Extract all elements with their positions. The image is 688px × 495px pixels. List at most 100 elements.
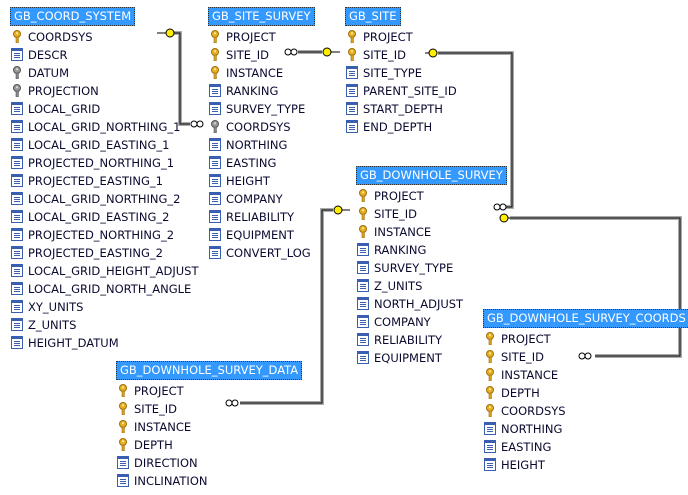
infinity-icon xyxy=(493,203,507,211)
column-row[interactable]: Z_UNITS xyxy=(10,316,199,334)
column-row[interactable]: SURVEY_TYPE xyxy=(356,259,507,277)
primary-key-icon xyxy=(119,384,127,397)
column-row[interactable]: LOCAL_GRID_NORTHING_2 xyxy=(10,190,199,208)
column-row[interactable]: PROJECTION xyxy=(10,82,199,100)
column-row[interactable]: PROJECT xyxy=(483,330,688,348)
column-icon xyxy=(209,210,221,223)
column-row[interactable]: COORDSYS xyxy=(208,118,315,136)
column-row[interactable]: PROJECT xyxy=(345,28,457,46)
column-row[interactable]: SITE_ID xyxy=(483,348,688,366)
column-row[interactable]: LOCAL_GRID_HEIGHT_ADJUST xyxy=(10,262,199,280)
column-name: EASTING xyxy=(226,156,277,170)
table-title[interactable]: GB_SITE xyxy=(345,7,401,26)
key-icon xyxy=(499,213,512,223)
column-row[interactable]: EASTING xyxy=(483,438,688,456)
column-row[interactable]: RELIABILITY xyxy=(356,331,507,349)
relationship-site-downhole[interactable] xyxy=(438,51,514,209)
table-title[interactable]: GB_SITE_SURVEY xyxy=(208,7,315,26)
key-icon xyxy=(157,28,175,38)
column-row[interactable]: SITE_ID xyxy=(345,46,457,64)
relationship-downhole-data[interactable] xyxy=(240,208,333,405)
column-row[interactable]: NORTHING xyxy=(483,420,688,438)
column-row[interactable]: RELIABILITY xyxy=(208,208,315,226)
column-row[interactable]: INSTANCE xyxy=(208,64,315,82)
table-title[interactable]: GB_DOWNHOLE_SURVEY_COORDS xyxy=(483,309,688,328)
column-name: PROJECT xyxy=(374,189,424,203)
column-row[interactable]: NORTH_ADJUST xyxy=(356,295,507,313)
column-row[interactable]: PROJECTED_NORTHING_2 xyxy=(10,226,199,244)
column-row[interactable]: SURVEY_TYPE xyxy=(208,100,315,118)
column-row[interactable]: PROJECTED_EASTING_2 xyxy=(10,244,199,262)
column-row[interactable]: SITE_TYPE xyxy=(345,64,457,82)
table-title[interactable]: GB_COORD_SYSTEM xyxy=(10,7,136,26)
column-icon xyxy=(209,156,221,169)
primary-key-icon xyxy=(119,420,127,433)
relationship-downhole-coords[interactable] xyxy=(510,216,682,358)
column-icon xyxy=(117,474,129,487)
column-row[interactable]: END_DEPTH xyxy=(345,118,457,136)
relationship-coordsys[interactable] xyxy=(174,31,190,126)
column-row[interactable]: EQUIPMENT xyxy=(208,226,315,244)
column-name: DEPTH xyxy=(134,438,173,452)
table-title[interactable]: GB_DOWNHOLE_SURVEY_DATA xyxy=(116,361,303,380)
column-name: PROJECTION xyxy=(28,84,99,98)
column-row[interactable]: SITE_ID xyxy=(356,205,507,223)
column-icon xyxy=(11,156,23,169)
column-name: END_DEPTH xyxy=(363,120,433,134)
column-row[interactable]: RANKING xyxy=(356,241,507,259)
column-row[interactable]: RANKING xyxy=(208,82,315,100)
column-row[interactable]: COORDSYS xyxy=(10,28,199,46)
column-row[interactable]: DEPTH xyxy=(116,436,302,454)
column-row[interactable]: LOCAL_GRID_EASTING_2 xyxy=(10,208,199,226)
column-row[interactable]: PROJECT xyxy=(116,382,302,400)
column-name: INCLINATION xyxy=(134,474,208,488)
column-row[interactable]: PARENT_SITE_ID xyxy=(345,82,457,100)
column-row[interactable]: NORTHING xyxy=(208,136,315,154)
column-row[interactable]: INSTANCE xyxy=(356,223,507,241)
column-row[interactable]: DATUM xyxy=(10,64,199,82)
column-row[interactable]: EASTING xyxy=(208,154,315,172)
column-row[interactable]: DIRECTION xyxy=(116,454,302,472)
column-row[interactable]: SITE_ID xyxy=(208,46,315,64)
column-row[interactable]: PROJECTED_EASTING_1 xyxy=(10,172,199,190)
column-row[interactable]: XY_UNITS xyxy=(10,298,199,316)
column-row[interactable]: INSTANCE xyxy=(483,366,688,384)
foreign-key-icon xyxy=(13,84,21,97)
column-row[interactable]: INSTANCE xyxy=(116,418,302,436)
table-title[interactable]: GB_DOWNHOLE_SURVEY xyxy=(356,166,507,185)
column-row[interactable]: LOCAL_GRID_NORTHING_1 xyxy=(10,118,199,136)
column-row[interactable]: PROJECT xyxy=(356,187,507,205)
column-icon xyxy=(11,174,23,187)
column-row[interactable]: HEIGHT xyxy=(208,172,315,190)
column-icon xyxy=(357,315,369,328)
column-row[interactable]: COMPANY xyxy=(208,190,315,208)
column-row[interactable]: LOCAL_GRID_EASTING_1 xyxy=(10,136,199,154)
column-row[interactable]: SITE_ID xyxy=(116,400,302,418)
column-row[interactable]: COMPANY xyxy=(356,313,507,331)
column-row[interactable]: COORDSYS xyxy=(483,402,688,420)
primary-key-icon xyxy=(211,48,219,61)
column-row[interactable]: INCLINATION xyxy=(116,472,302,490)
column-row[interactable]: PROJECTED_NORTHING_1 xyxy=(10,154,199,172)
key-icon xyxy=(322,47,340,57)
column-row[interactable]: DESCR xyxy=(10,46,199,64)
column-row[interactable]: LOCAL_GRID_NORTH_ANGLE xyxy=(10,280,199,298)
column-row[interactable]: HEIGHT_DATUM xyxy=(10,334,199,352)
column-icon xyxy=(11,246,23,259)
column-row[interactable]: LOCAL_GRID xyxy=(10,100,199,118)
column-row[interactable]: Z_UNITS xyxy=(356,277,507,295)
column-row[interactable]: CONVERT_LOG xyxy=(208,244,315,262)
column-row[interactable]: DEPTH xyxy=(483,384,688,402)
column-row[interactable]: HEIGHT xyxy=(483,456,688,474)
column-name: INSTANCE xyxy=(226,66,284,80)
column-row[interactable]: START_DEPTH xyxy=(345,100,457,118)
column-row[interactable]: PROJECT xyxy=(208,28,315,46)
column-row[interactable]: EQUIPMENT xyxy=(356,349,507,367)
